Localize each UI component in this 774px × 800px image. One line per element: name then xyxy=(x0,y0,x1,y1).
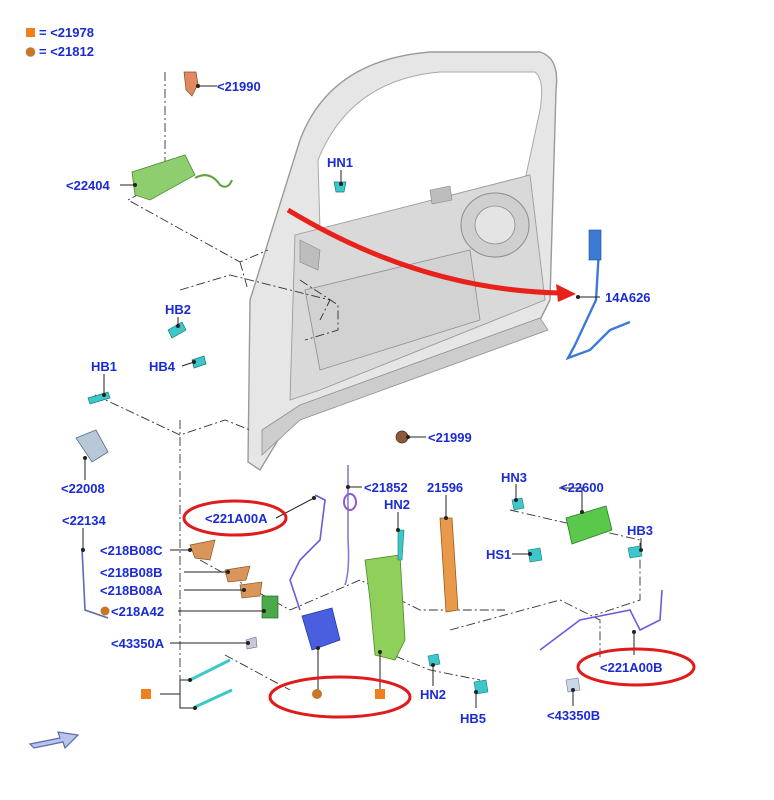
label-hn1: HN1 xyxy=(327,155,353,170)
label-22404: <22404 xyxy=(66,178,111,193)
label-22008: <22008 xyxy=(61,481,105,496)
part-hb1-bolt xyxy=(87,391,111,405)
label-14a626: 14A626 xyxy=(605,290,651,305)
label-218a42: <218A42 xyxy=(111,604,164,619)
part-rods-lower xyxy=(189,658,233,709)
part-22134-rod xyxy=(81,547,109,619)
part-hn3-clip xyxy=(511,497,525,511)
label-hb4: HB4 xyxy=(149,359,176,374)
part-43350b xyxy=(565,677,581,693)
part-43350a xyxy=(245,636,258,650)
legend-square-text: = <21978 xyxy=(39,25,94,40)
label-43350a: <43350A xyxy=(111,636,165,651)
label-221a00b: <221A00B xyxy=(600,660,663,675)
legend-circle-text: = <21812 xyxy=(39,44,94,59)
highlight-ellipses xyxy=(182,499,696,719)
leader-lines xyxy=(81,84,643,710)
label-218b08c: <218B08C xyxy=(100,543,163,558)
part-221a00b-cable xyxy=(539,589,663,651)
part-hb3-bolt xyxy=(627,545,643,559)
label-hb2: HB2 xyxy=(165,302,191,317)
part-latch-blue xyxy=(301,607,341,651)
part-218b08-brackets xyxy=(189,539,263,599)
label-hb5: HB5 xyxy=(460,711,486,726)
part-22600-module xyxy=(565,505,613,545)
orange-square-icon xyxy=(26,28,35,37)
part-21596-seal xyxy=(439,517,459,613)
label-hn2-top: HN2 xyxy=(384,497,410,512)
label-21596: 21596 xyxy=(427,480,463,495)
part-hb5-bolt xyxy=(473,679,489,695)
label-22134: <22134 xyxy=(62,513,107,528)
door-inner-panel xyxy=(247,51,558,471)
label-hb3: HB3 xyxy=(627,523,653,538)
label-hn2-bottom: HN2 xyxy=(420,687,446,702)
highlight-markers xyxy=(268,675,412,719)
part-21852-cable xyxy=(343,465,357,586)
label-21990: <21990 xyxy=(217,79,261,94)
part-hb4-bolt xyxy=(191,355,207,369)
brown-circle-icon xyxy=(312,689,322,699)
brown-circle-icon xyxy=(100,606,110,616)
label-hs1: HS1 xyxy=(486,547,511,562)
part-labels: <21990 <22404 HN1 HB2 HB4 HB1 <22008 14A… xyxy=(61,79,663,726)
part-22404-handle-bracket xyxy=(131,154,233,201)
part-14a626-wiring xyxy=(565,229,631,361)
legend: = <21978 = <21812 xyxy=(25,25,94,59)
part-carrier-green xyxy=(364,529,406,661)
part-22008-bracket xyxy=(75,429,109,463)
label-43350b: <43350B xyxy=(547,708,600,723)
part-hs1-screw xyxy=(527,547,543,563)
label-221a00a: <221A00A xyxy=(205,511,268,526)
label-218b08a: <218B08A xyxy=(100,583,163,598)
red-pointer-arrow xyxy=(286,207,576,302)
part-hn2-bottom-clip xyxy=(427,653,441,667)
part-hn1-clip xyxy=(333,181,347,193)
front-direction-arrow-icon xyxy=(28,731,80,750)
label-hn3: HN3 xyxy=(501,470,527,485)
part-21990 xyxy=(183,71,199,97)
part-218a42 xyxy=(261,595,279,619)
part-221a00a-cable xyxy=(289,494,326,611)
orange-square-icon xyxy=(141,689,151,699)
label-21999: <21999 xyxy=(428,430,472,445)
brown-circle-icon xyxy=(25,47,36,57)
label-22600: <22600 xyxy=(560,480,604,495)
highlight-221a00b xyxy=(576,647,696,687)
label-21852: <21852 xyxy=(364,480,408,495)
orange-square-icon xyxy=(375,689,385,699)
label-hb1: HB1 xyxy=(91,359,117,374)
label-218b08b: <218B08B xyxy=(100,565,163,580)
highlight-221a00a xyxy=(182,499,288,537)
